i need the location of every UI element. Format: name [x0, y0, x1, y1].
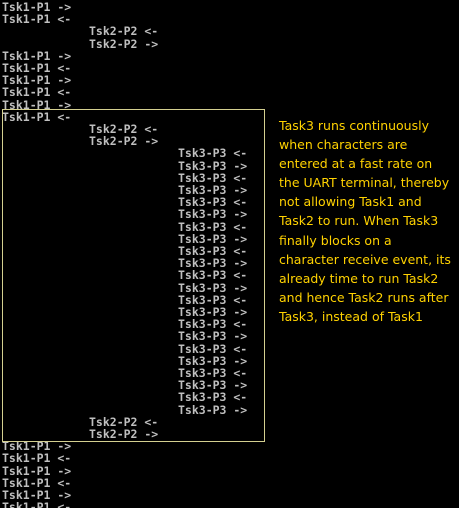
terminal-line: Tsk2-P2 <-: [89, 122, 159, 136]
terminal-line: Tsk1-P1 <-: [2, 85, 72, 100]
terminal-line: Tsk3-P3 ->: [178, 207, 248, 222]
terminal-line: Tsk3-P3 ->: [178, 402, 248, 417]
terminal-line: Tsk1-P1 ->: [2, 463, 72, 478]
terminal-line: Tsk3-P3 <-: [178, 317, 248, 332]
terminal-line: Tsk3-P3 <-: [178, 244, 248, 258]
terminal-line: Tsk3-P3 ->: [178, 256, 248, 271]
terminal-line: Tsk1-P1 <-: [2, 12, 72, 27]
terminal-line: Tsk3-P3 ->: [178, 183, 248, 197]
terminal-line: Tsk3-P3 <-: [178, 170, 248, 185]
terminal-line: Tsk3-P3 <-: [178, 268, 248, 283]
terminal-line: Tsk3-P3 ->: [178, 305, 248, 319]
terminal-line: Tsk3-P3 <-: [178, 195, 248, 210]
terminal-line: Tsk1-P1 <-: [2, 61, 72, 75]
annotation-note: Task3 runs continuously when characters …: [279, 118, 451, 324]
terminal-line: Tsk1-P1 <-: [2, 475, 72, 490]
terminal-line: Tsk3-P3 ->: [178, 378, 248, 393]
terminal-line: Tsk2-P2 <-: [89, 414, 159, 429]
terminal-line: Tsk3-P3 <-: [178, 366, 248, 380]
terminal-line: Tsk1-P1 ->: [2, 488, 72, 502]
terminal-line: Tsk1-P1 <-: [2, 500, 72, 508]
terminal-line: Tsk3-P3 ->: [178, 280, 248, 295]
terminal-line: Tsk3-P3 <-: [178, 219, 248, 234]
terminal-line: Tsk3-P3 ->: [178, 353, 248, 368]
terminal-line: Tsk3-P3 <-: [178, 146, 248, 161]
terminal-line: Tsk2-P2 ->: [89, 427, 159, 441]
terminal-line: Tsk1-P1 <-: [2, 109, 72, 124]
terminal-line: Tsk1-P1 <-: [2, 451, 72, 466]
terminal-line: Tsk1-P1 ->: [2, 0, 72, 14]
terminal-line: Tsk3-P3 ->: [178, 231, 248, 246]
terminal-line: Tsk3-P3 <-: [178, 292, 248, 307]
terminal-line: Tsk2-P2 ->: [89, 36, 159, 51]
terminal-line: Tsk3-P3 ->: [178, 329, 248, 344]
terminal-line: Tsk1-P1 ->: [2, 97, 72, 112]
terminal-line: Tsk1-P1 ->: [2, 73, 72, 88]
terminal-line: Tsk3-P3 <-: [178, 341, 248, 356]
terminal-line: Tsk3-P3 ->: [178, 158, 248, 173]
terminal-line: Tsk3-P3 <-: [178, 390, 248, 405]
terminal-line: Tsk2-P2 <-: [89, 24, 159, 39]
terminal-line: Tsk1-P1 ->: [2, 439, 72, 454]
terminal-line: Tsk1-P1 ->: [2, 48, 72, 63]
terminal-line: Tsk2-P2 ->: [89, 134, 159, 149]
